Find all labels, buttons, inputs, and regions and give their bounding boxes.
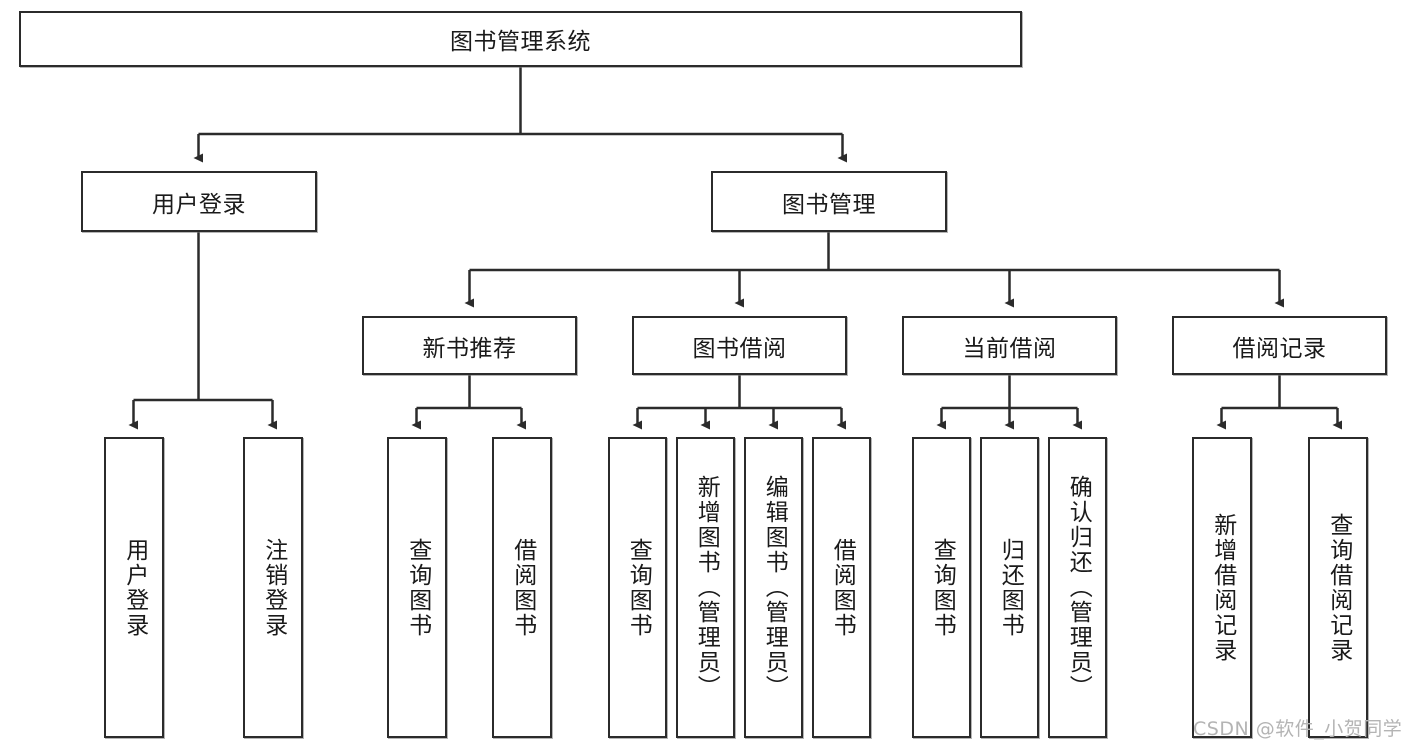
leaf-current-return-book[interactable]: 归还图书 [980,437,1039,738]
node-label: 借阅图书 [829,537,856,638]
node-label: 图书管理系统 [450,29,591,55]
leaf-record-add-record[interactable]: 新增借阅记录 [1192,437,1252,738]
node-label: 借阅图书 [509,537,536,638]
leaf-current-confirm-return-admin[interactable]: 确认归还（管理员） [1048,437,1107,738]
node-label: 编辑图书（管理员） [761,475,788,700]
node-label: 图书借阅 [692,335,787,362]
node-label: 图书管理 [782,191,876,218]
node-label: 借阅记录 [1232,335,1327,362]
node-current-borrow[interactable]: 当前借阅 [902,316,1117,375]
leaf-record-query-record[interactable]: 查询借阅记录 [1308,437,1368,738]
node-label: 查询图书 [404,537,431,638]
leaf-borrow-edit-book-admin[interactable]: 编辑图书（管理员） [744,437,803,738]
node-root-system[interactable]: 图书管理系统 [19,11,1022,67]
node-user-login[interactable]: 用户登录 [81,171,317,232]
node-label: 新增图书（管理员） [693,475,720,700]
leaf-borrow-borrow-book[interactable]: 借阅图书 [812,437,871,738]
node-label: 用户登录 [121,537,148,638]
node-label: 查询图书 [929,537,956,638]
node-label: 归还图书 [997,537,1024,638]
node-label: 确认归还（管理员） [1065,475,1092,700]
node-book-management[interactable]: 图书管理 [711,171,947,232]
node-label: 当前借阅 [962,335,1057,362]
node-label: 新增借阅记录 [1209,512,1236,663]
leaf-current-query-book[interactable]: 查询图书 [912,437,971,738]
watermark-text: CSDN @软件_小贺同学 [1193,718,1403,740]
node-borrow-record[interactable]: 借阅记录 [1172,316,1387,375]
node-label: 新书推荐 [422,335,517,362]
leaf-borrow-query-book[interactable]: 查询图书 [608,437,667,738]
leaf-newbook-borrow-book[interactable]: 借阅图书 [492,437,552,738]
node-label: 查询借阅记录 [1325,512,1352,663]
leaf-user-logout[interactable]: 注销登录 [243,437,303,738]
leaf-newbook-query-book[interactable]: 查询图书 [387,437,447,738]
leaf-user-login[interactable]: 用户登录 [104,437,164,738]
node-label: 注销登录 [260,537,287,638]
leaf-borrow-add-book-admin[interactable]: 新增图书（管理员） [676,437,735,738]
node-label: 用户登录 [152,191,246,218]
node-new-book-recommend[interactable]: 新书推荐 [362,316,577,375]
node-label: 查询图书 [625,537,652,638]
node-book-borrow[interactable]: 图书借阅 [632,316,847,375]
